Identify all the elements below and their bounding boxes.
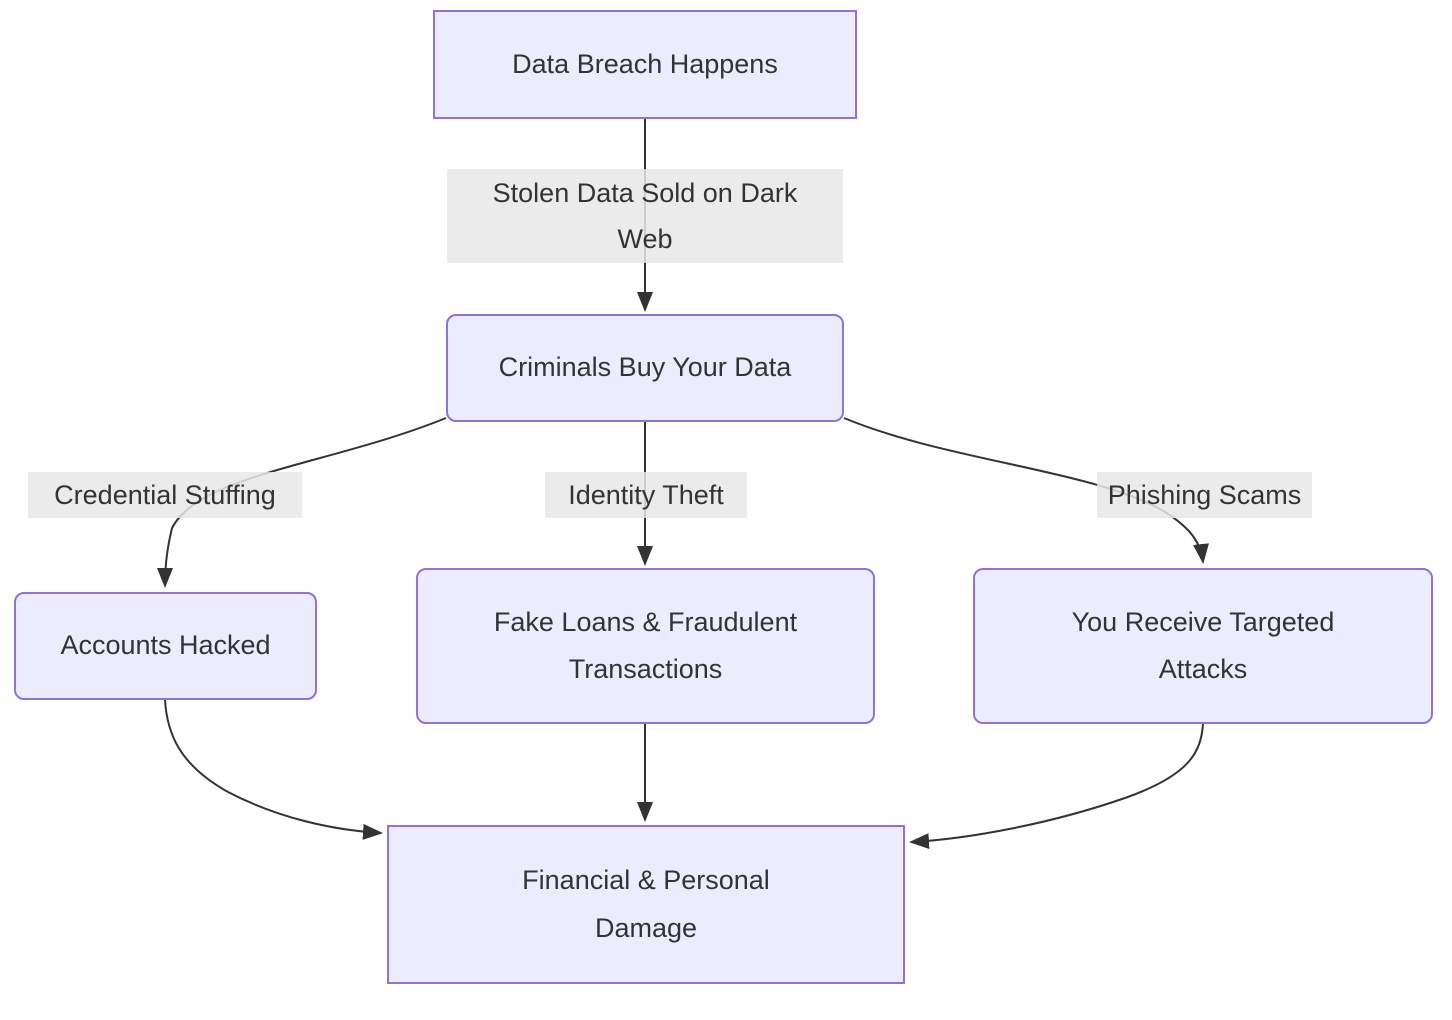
node-data-breach-happens: Data Breach Happens [433,10,857,119]
node-you-receive-targeted-attacks: You Receive Targeted Attacks [973,568,1433,724]
edge-label-line: Credential Stuffing [54,479,276,510]
edge-label-line: Web [617,224,673,254]
node-criminals-buy-your-data: Criminals Buy Your Data [446,314,844,422]
node-label-line: Transactions [568,654,723,684]
node-fake-loans-fraudulent-transactions: Fake Loans & Fraudulent Transactions [416,568,875,724]
edge-label-credential-stuffing: Credential Stuffing [28,472,302,518]
node-label-line: Fake Loans & Fraudulent [493,606,798,637]
node-label-line: Attacks [1158,654,1248,684]
edge-label-line: Identity Theft [568,479,724,510]
edge-hacked-to-damage [164,699,383,840]
node-label-line: You Receive Targeted [1071,606,1335,637]
node-label-line: Accounts Hacked [60,630,271,661]
node-accounts-hacked: Accounts Hacked [14,592,317,700]
edge-label-stolen-data-sold-on-dark-web: Stolen Data Sold on Dark Web [447,169,843,263]
edge-attacks-to-damage [909,723,1204,850]
node-label-line: Damage [594,912,698,943]
edge-label-line: Stolen Data Sold on Dark [492,177,798,208]
edge-label-line: Phishing Scams [1107,479,1302,510]
node-label-line: Financial & Personal [522,865,770,896]
edge-label-phishing-scams: Phishing Scams [1097,472,1312,518]
edge-label-identity-theft: Identity Theft [545,472,747,518]
node-label-line: Criminals Buy Your Data [498,352,792,383]
node-financial-personal-damage: Financial & Personal Damage [387,825,905,984]
node-label-line: Data Breach Happens [512,48,778,79]
